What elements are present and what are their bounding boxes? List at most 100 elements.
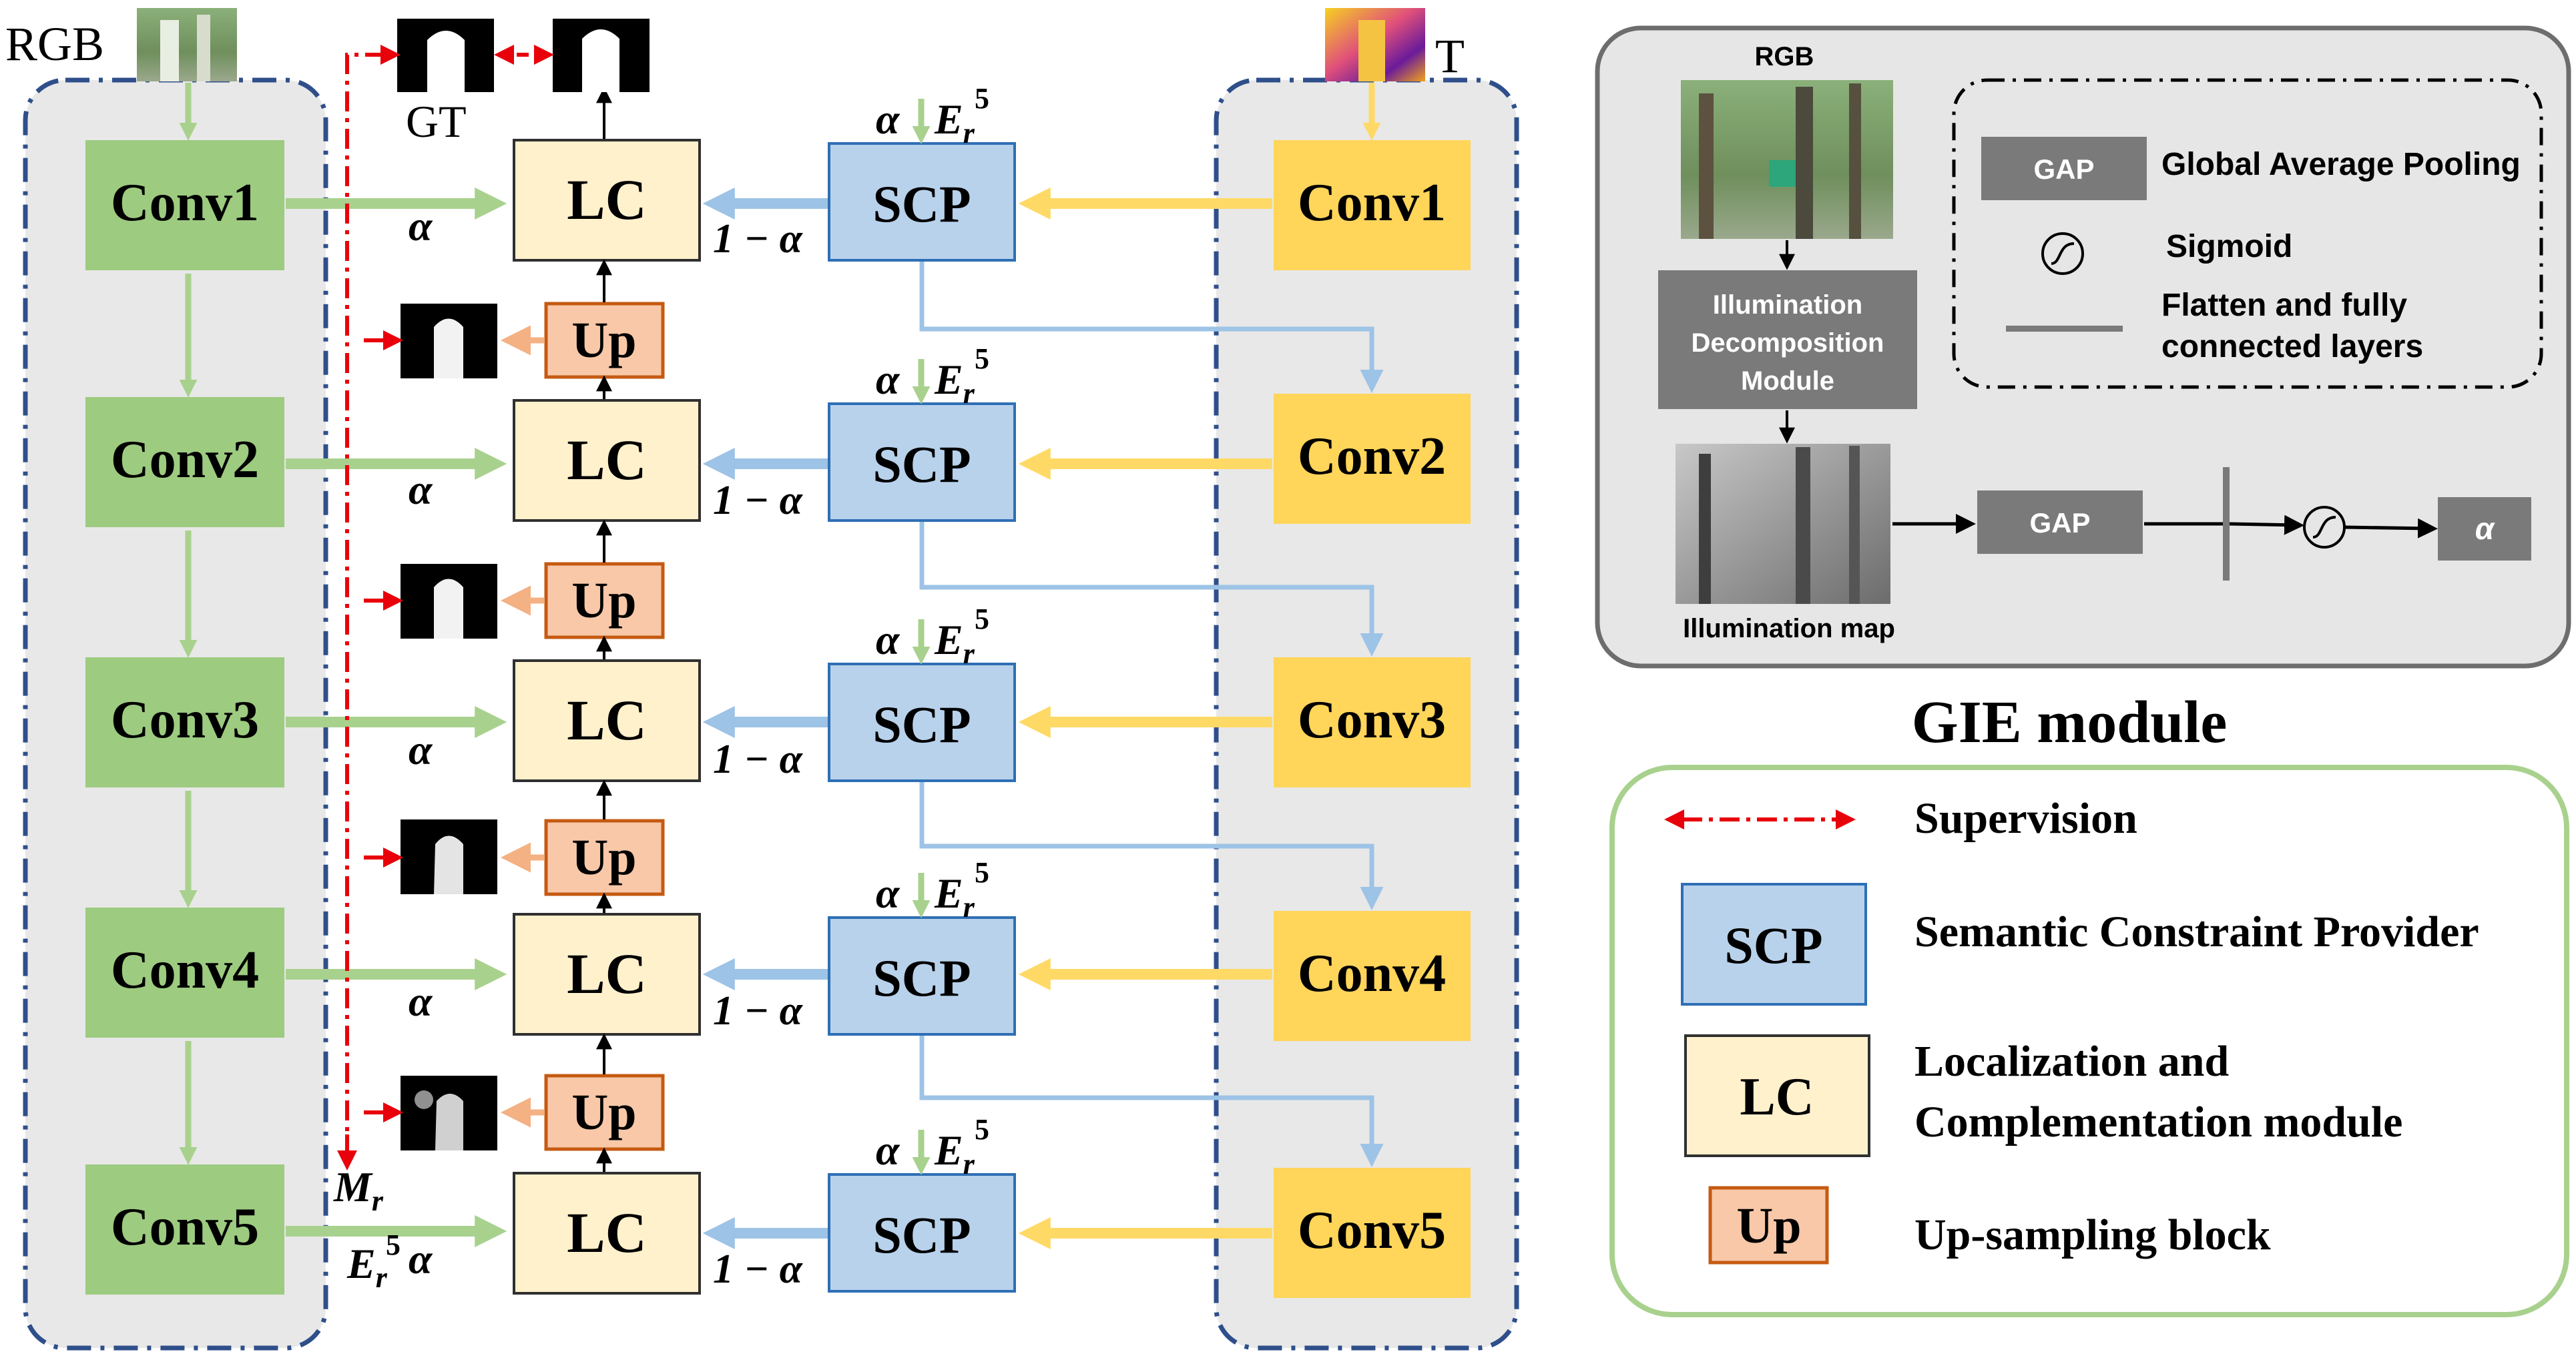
svg-text:SCP: SCP — [872, 695, 971, 753]
scp-input-label-5: α Er 5 — [876, 1113, 989, 1180]
svg-text:LC: LC — [567, 688, 646, 752]
illumination-map-image — [1676, 444, 1890, 604]
lc-block-1: LC — [513, 139, 701, 262]
t-conv3-block: Conv3 — [1274, 657, 1471, 787]
svg-text:Sigmoid: Sigmoid — [2166, 229, 2292, 264]
svg-text:Decomposition: Decomposition — [1692, 328, 1884, 358]
t-conv4-block: Conv4 — [1274, 911, 1471, 1041]
svg-text:Er: Er — [346, 1240, 388, 1294]
scp-block-5: SCP — [828, 1173, 1016, 1293]
gie-legend-fc: Flatten and fully connected layers — [2006, 288, 2423, 364]
rgb-conv4-block: Conv4 — [85, 908, 284, 1038]
lc-block-4: LC — [513, 913, 701, 1036]
supervision-lines — [345, 45, 403, 1158]
svg-text:GAP: GAP — [2033, 153, 2094, 185]
pred-map-4 — [401, 1076, 497, 1150]
scp-block-2: SCP — [828, 402, 1016, 522]
svg-text:Conv4: Conv4 — [1298, 944, 1446, 1003]
svg-text:Illumination: Illumination — [1713, 290, 1862, 320]
svg-text:5: 5 — [975, 603, 989, 635]
svg-text:Er: Er — [934, 356, 975, 410]
rgb-alpha-label-4: α — [409, 978, 433, 1025]
svg-text:Mr: Mr — [333, 1163, 384, 1217]
legend-up: Up Up-sampling block — [1708, 1186, 2271, 1265]
svg-text:Module: Module — [1741, 366, 1834, 396]
gie-legend-box — [1952, 78, 2543, 389]
svg-text:Up-sampling block: Up-sampling block — [1914, 1211, 2271, 1259]
svg-text:α: α — [876, 356, 900, 403]
gie-gap-block: GAP — [1977, 490, 2143, 554]
svg-text:5: 5 — [975, 342, 989, 375]
svg-text:Localization and: Localization and — [1914, 1037, 2229, 1086]
svg-text:Supervision: Supervision — [1914, 794, 2137, 843]
up-block-4: Up — [544, 1074, 665, 1151]
svg-text:5: 5 — [975, 1113, 989, 1146]
svg-text:5: 5 — [975, 82, 989, 115]
svg-text:Up: Up — [571, 1084, 636, 1140]
svg-text:Flatten and fully: Flatten and fully — [2161, 288, 2407, 323]
svg-text:Conv3: Conv3 — [111, 691, 259, 749]
legend-lc: LC Localization and Complementation modu… — [1684, 1034, 2402, 1157]
up-block-3: Up — [544, 819, 665, 896]
gie-rgb-label: RGB — [1755, 42, 1814, 71]
up-block-2: Up — [544, 562, 665, 639]
gt-label: GT — [406, 96, 467, 147]
svg-text:Conv2: Conv2 — [1298, 427, 1446, 486]
gie-rgb-image — [1681, 80, 1893, 239]
gie-alpha-output: α — [2438, 497, 2531, 561]
thermal-input-label: T — [1435, 29, 1465, 83]
lc-block-5: LC — [513, 1172, 701, 1295]
svg-text:Er: Er — [934, 1126, 975, 1180]
scp-weight-label-4: 1 − α — [713, 988, 804, 1034]
svg-text:5: 5 — [975, 856, 989, 889]
svg-text:α: α — [876, 870, 900, 917]
legend-supervision: Supervision — [1664, 794, 2137, 843]
rgb-conv2-block: Conv2 — [85, 397, 284, 527]
svg-text:Conv1: Conv1 — [1298, 174, 1446, 232]
thermal-input-image — [1325, 8, 1425, 81]
svg-text:Conv1: Conv1 — [111, 174, 259, 232]
scp-weight-label-5: 1 − α — [713, 1247, 804, 1292]
svg-text:α: α — [876, 95, 900, 143]
svg-text:connected layers: connected layers — [2161, 329, 2423, 364]
svg-text:SCP: SCP — [872, 949, 971, 1007]
pred-map-2 — [401, 564, 497, 639]
pred-map-top — [397, 19, 494, 92]
svg-text:Up: Up — [571, 573, 636, 629]
svg-text:Conv4: Conv4 — [111, 941, 259, 1000]
illumination-decomposition-module: Illumination Decomposition Module — [1658, 270, 1917, 409]
rgb-alpha-label-2: α — [409, 466, 433, 513]
svg-text:Up: Up — [571, 312, 636, 368]
svg-text:LC: LC — [1740, 1068, 1814, 1126]
svg-text:Conv3: Conv3 — [1298, 691, 1446, 749]
svg-text:LC: LC — [567, 167, 646, 232]
gie-fc-layer — [2223, 467, 2230, 581]
scp-weight-label-1: 1 − α — [713, 216, 804, 262]
svg-text:α: α — [2475, 511, 2496, 546]
lc-block-3: LC — [513, 659, 701, 782]
svg-text:SCP: SCP — [872, 435, 971, 493]
e-r5-label: Er 5 — [346, 1229, 401, 1294]
scp-weight-label-2: 1 − α — [713, 478, 804, 523]
scp-input-label-2: α Er 5 — [876, 342, 989, 410]
svg-text:Er: Er — [934, 95, 975, 149]
illumination-map-label: Illumination map — [1683, 614, 1895, 643]
scp-block-1: SCP — [828, 142, 1016, 262]
svg-text:Semantic Constraint Provider: Semantic Constraint Provider — [1914, 908, 2479, 956]
t-conv5-block: Conv5 — [1274, 1168, 1471, 1298]
svg-text:Up: Up — [571, 829, 636, 886]
gie-module-title: GIE module — [1912, 689, 2228, 755]
svg-text:Conv2: Conv2 — [111, 430, 259, 489]
rgb-alpha-label-5: α — [409, 1235, 433, 1283]
svg-text:Er: Er — [934, 870, 975, 924]
svg-text:Er: Er — [934, 616, 975, 670]
svg-text:GAP: GAP — [2029, 507, 2090, 539]
legend-scp: SCP Semantic Constraint Provider — [1681, 883, 2479, 1006]
svg-text:Conv5: Conv5 — [111, 1198, 259, 1257]
svg-text:α: α — [876, 616, 900, 663]
svg-text:LC: LC — [567, 428, 646, 492]
scp-input-label-3: α Er 5 — [876, 603, 989, 670]
t-conv1-block: Conv1 — [1274, 140, 1471, 270]
svg-text:5: 5 — [386, 1229, 401, 1261]
